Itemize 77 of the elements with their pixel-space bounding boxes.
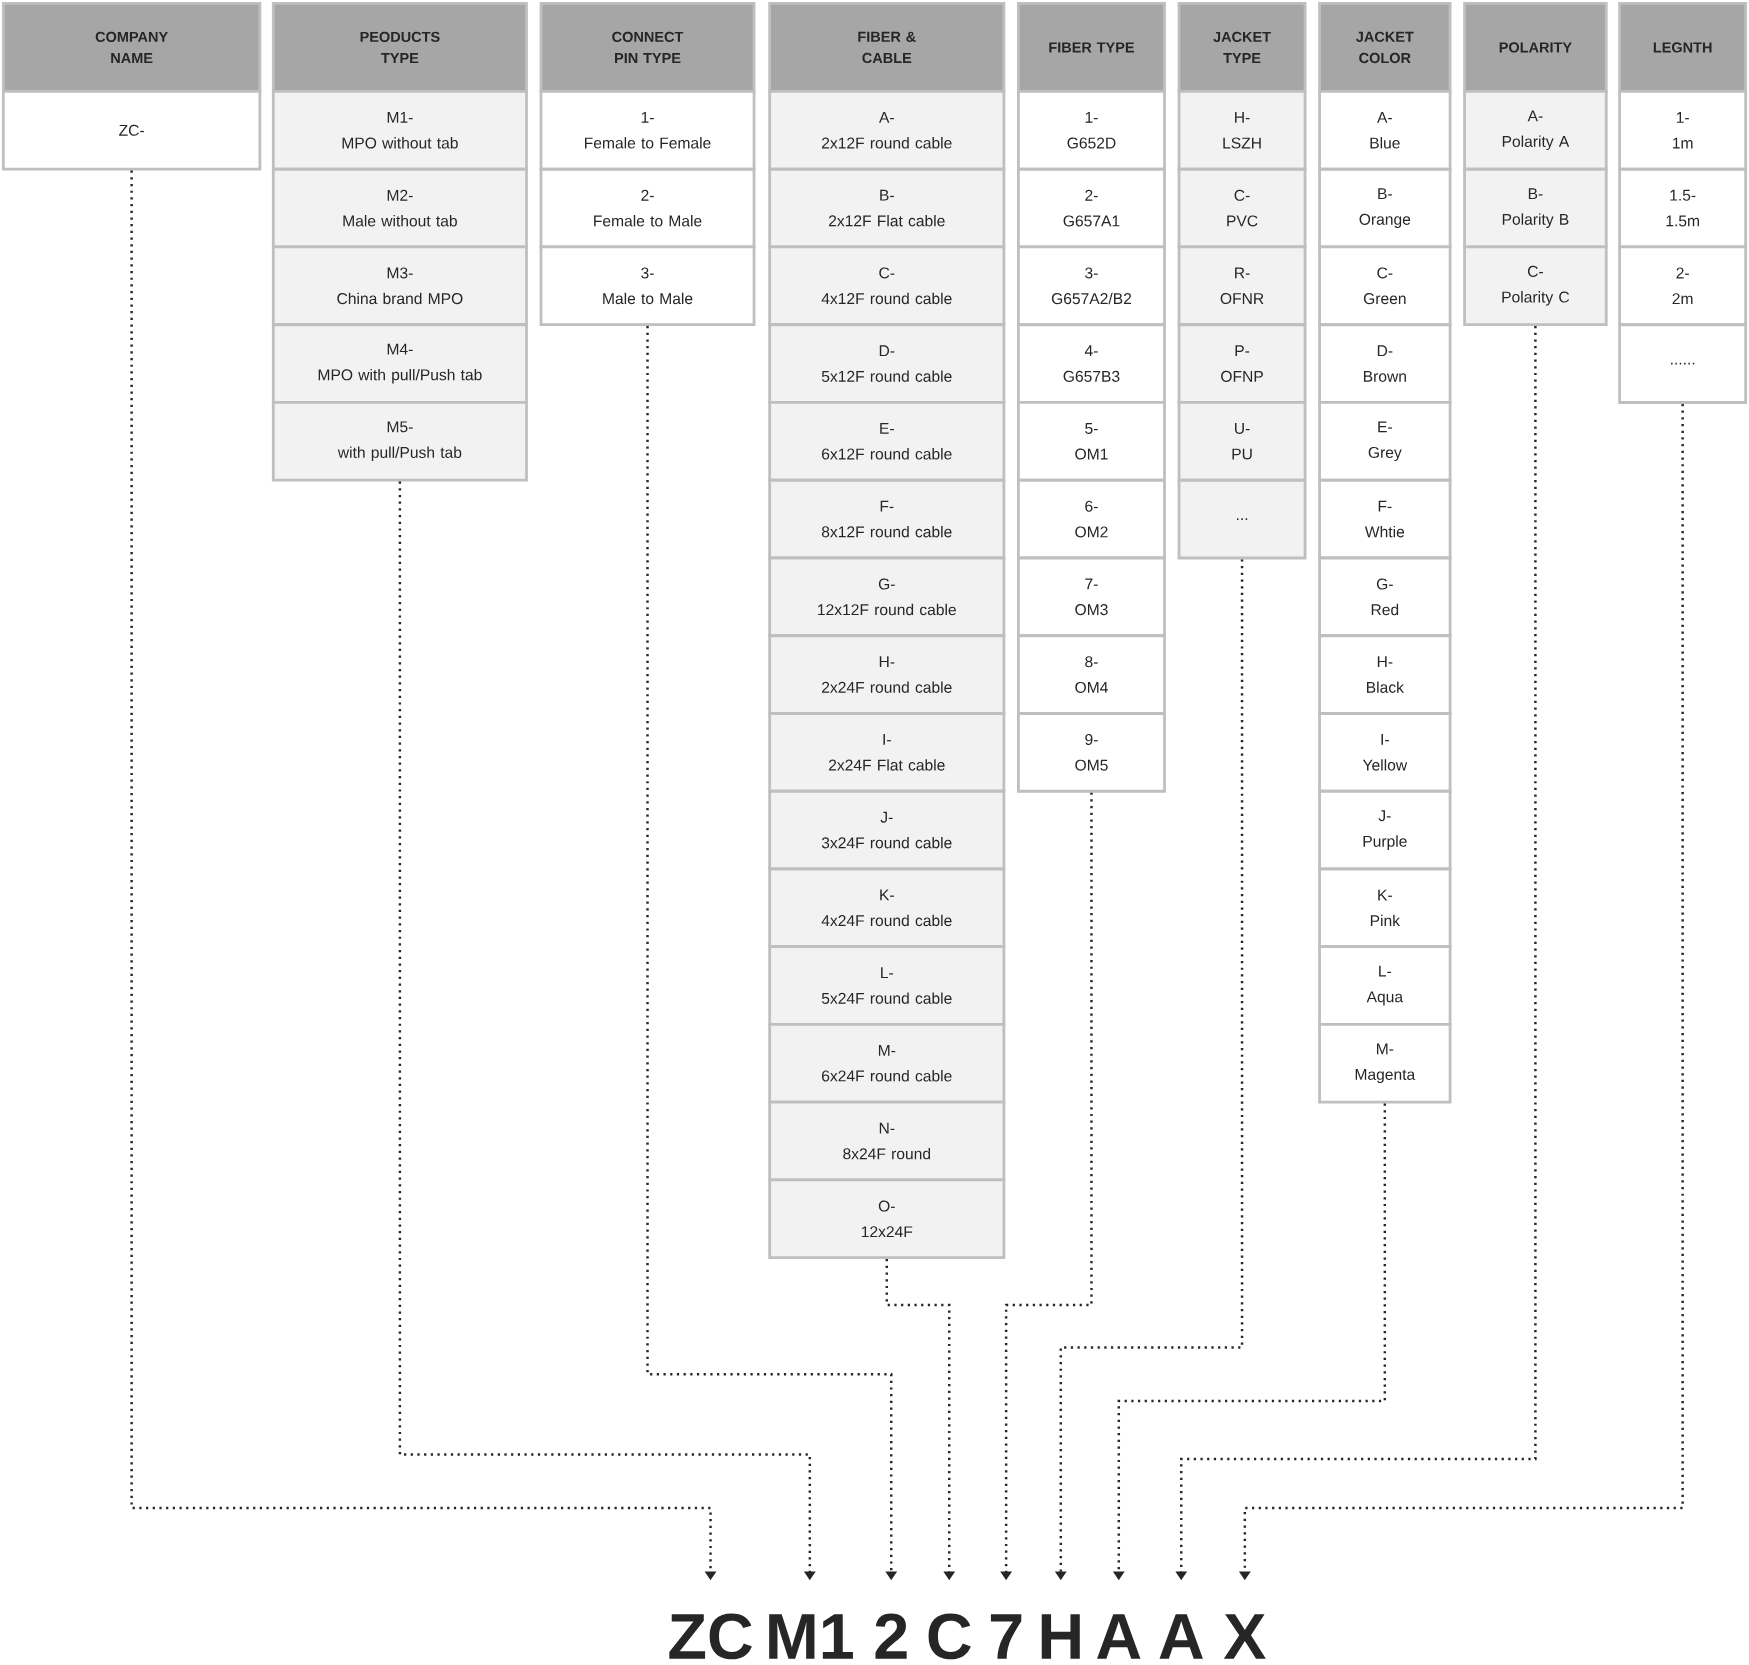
code-letter: 2: [875, 1613, 907, 1659]
column-header: FIBER & CABLE: [768, 1, 1006, 93]
option-cell: 5- OM1: [1017, 400, 1166, 482]
option-cell: M3- China brand MPO: [271, 245, 528, 326]
option-cell: G- 12x12F round cable: [768, 556, 1006, 637]
option-cell: C- 4x12F round cable: [768, 245, 1006, 326]
code-letter: H: [1041, 1614, 1080, 1659]
option-cell: K- Pink: [1318, 867, 1452, 948]
option-cell: E- Grey: [1318, 400, 1452, 482]
option-cell: C- Polarity C: [1463, 245, 1608, 326]
option-cell: M4- MPO with pull/Push tab: [271, 323, 528, 404]
option-cell: ...: [1177, 478, 1307, 560]
column-header: LEGNTH: [1618, 1, 1748, 93]
option-cell: M1- MPO without tab: [271, 89, 528, 171]
option-cell: 4- G657B3: [1017, 323, 1166, 404]
option-cell: P- OFNP: [1177, 323, 1307, 404]
option-cell: 2- G657A1: [1017, 167, 1166, 249]
option-cell: 1.5- 1.5m: [1618, 167, 1748, 249]
code-letter: X: [1223, 1614, 1266, 1659]
option-cell: C- Green: [1318, 245, 1452, 326]
option-cell: 3- Male to Male: [539, 245, 756, 326]
code-letter: A: [1097, 1614, 1141, 1659]
option-cell: M- Magenta: [1318, 1022, 1452, 1104]
option-cell: G- Red: [1318, 556, 1452, 637]
column-header: FIBER TYPE: [1017, 1, 1166, 93]
option-cell: D- Brown: [1318, 323, 1452, 404]
option-cell: A- Polarity A: [1463, 89, 1608, 171]
option-cell: 2- 2m: [1618, 245, 1748, 326]
option-cell: C- PVC: [1177, 167, 1307, 249]
option-cell: O- 12x24F: [768, 1178, 1006, 1259]
option-cell: M5- with pull/Push tab: [271, 400, 528, 482]
option-cell: U- PU: [1177, 400, 1307, 482]
column-header: CONNECT PIN TYPE: [539, 1, 756, 93]
code-letter: ZC: [669, 1613, 752, 1660]
option-cell: M2- Male without tab: [271, 167, 528, 249]
option-cell: I- Yellow: [1318, 711, 1452, 793]
option-cell: A- Blue: [1318, 89, 1452, 171]
option-cell: J- Purple: [1318, 789, 1452, 871]
option-cell: 6- OM2: [1017, 478, 1166, 560]
option-cell: 3- G657A2/B2: [1017, 245, 1166, 326]
option-cell: 1- 1m: [1618, 89, 1748, 171]
option-cell: E- 6x12F round cable: [768, 400, 1006, 482]
code-letter: A: [1159, 1614, 1203, 1659]
option-cell: A- 2x12F round cable: [768, 89, 1006, 171]
option-cell: B- Polarity B: [1463, 167, 1608, 249]
option-cell: H- LSZH: [1177, 89, 1307, 171]
option-cell: R- OFNR: [1177, 245, 1307, 326]
option-cell: D- 5x12F round cable: [768, 323, 1006, 404]
option-cell: ZC-: [1, 89, 262, 171]
option-cell: 1- Female to Female: [539, 89, 756, 171]
option-cell: ......: [1618, 323, 1748, 404]
option-cell: 2- Female to Male: [539, 167, 756, 249]
column-header: COMPANY NAME: [1, 1, 262, 93]
option-cell: 9- OM5: [1017, 711, 1166, 793]
option-cell: F- 8x12F round cable: [768, 478, 1006, 560]
option-cell: 8- OM4: [1017, 634, 1166, 715]
column-header: POLARITY: [1463, 1, 1608, 93]
column-header: PEODUCTS TYPE: [271, 1, 528, 93]
code-letter: C: [928, 1613, 971, 1660]
option-cell: L- 5x24F round cable: [768, 945, 1006, 1026]
column-header: JACKET COLOR: [1318, 1, 1452, 93]
option-cell: K- 4x24F round cable: [768, 867, 1006, 948]
option-cell: 7- OM3: [1017, 556, 1166, 637]
option-cell: F- Whtie: [1318, 478, 1452, 560]
option-cell: B- 2x12F Flat cable: [768, 167, 1006, 249]
column-header: JACKET TYPE: [1177, 1, 1307, 93]
option-cell: B- Orange: [1318, 167, 1452, 249]
option-cell: 1- G652D: [1017, 89, 1166, 171]
option-cell: H- 2x24F round cable: [768, 634, 1006, 715]
option-cell: M- 6x24F round cable: [768, 1022, 1006, 1104]
option-cell: L- Aqua: [1318, 945, 1452, 1026]
option-cell: H- Black: [1318, 634, 1452, 715]
option-cell: J- 3x24F round cable: [768, 789, 1006, 871]
code-letter: M1: [769, 1614, 853, 1659]
option-cell: N- 8x24F round: [768, 1100, 1006, 1182]
option-cell: I- 2x24F Flat cable: [768, 711, 1006, 793]
code-letter: 7: [990, 1614, 1022, 1659]
